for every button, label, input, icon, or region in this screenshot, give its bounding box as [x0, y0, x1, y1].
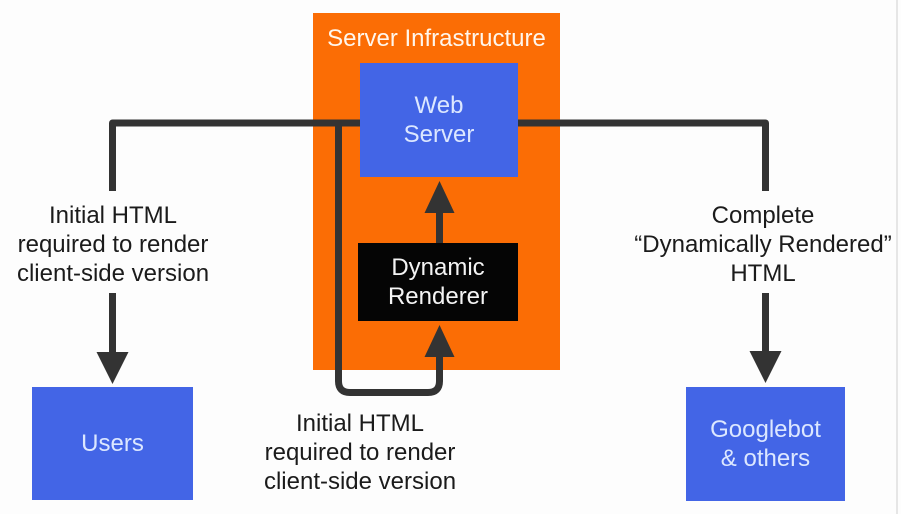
annotation-left-line1: Initial HTML: [48, 202, 178, 229]
annotation-bottom-line3: client-side version: [263, 468, 457, 495]
screen-edge-divider: [896, 0, 898, 514]
googlebot-label-line1: Googlebot: [710, 416, 821, 443]
dynamic-renderer-label-line2: Renderer: [387, 283, 489, 310]
web-server-label-line1: Web: [414, 92, 464, 119]
annotation-right-line1: Complete: [711, 202, 815, 229]
annotation-left-line2: required to render: [17, 231, 209, 258]
annotation-right: Complete “Dynamically Rendered” HTML: [622, 201, 901, 288]
loop-line: [335, 123, 443, 396]
annotation-bottom: Initial HTML required to render client-s…: [252, 409, 468, 496]
annotation-left: Initial HTML required to render client-s…: [2, 201, 224, 288]
users-node: Users: [32, 387, 193, 500]
right-arrowhead-down-icon: [749, 351, 782, 383]
annotation-bottom-line1: Initial HTML: [295, 410, 425, 437]
loop-to-renderer-arrowhead-up-icon: [424, 325, 455, 357]
annotation-bottom-line2: required to render: [264, 439, 456, 466]
left-arrowhead-down-icon: [96, 352, 129, 384]
renderer-to-webserver-arrowhead-up-icon: [424, 181, 455, 213]
annotation-left-line3: client-side version: [16, 260, 210, 287]
annotation-right-line3: HTML: [730, 260, 796, 287]
googlebot-label-line2: & others: [720, 445, 811, 472]
users-label: Users: [81, 430, 144, 457]
googlebot-node: Googlebot & others: [686, 387, 845, 501]
dynamic-renderer-label-line1: Dynamic: [391, 254, 485, 281]
server-infrastructure-label: Server Infrastructure: [327, 25, 546, 52]
annotation-right-line2: “Dynamically Rendered”: [634, 231, 892, 258]
web-server-label-line2: Server: [403, 121, 475, 148]
dynamic-renderer-node: Dynamic Renderer: [358, 243, 518, 321]
web-server-node: Web Server: [360, 63, 518, 177]
